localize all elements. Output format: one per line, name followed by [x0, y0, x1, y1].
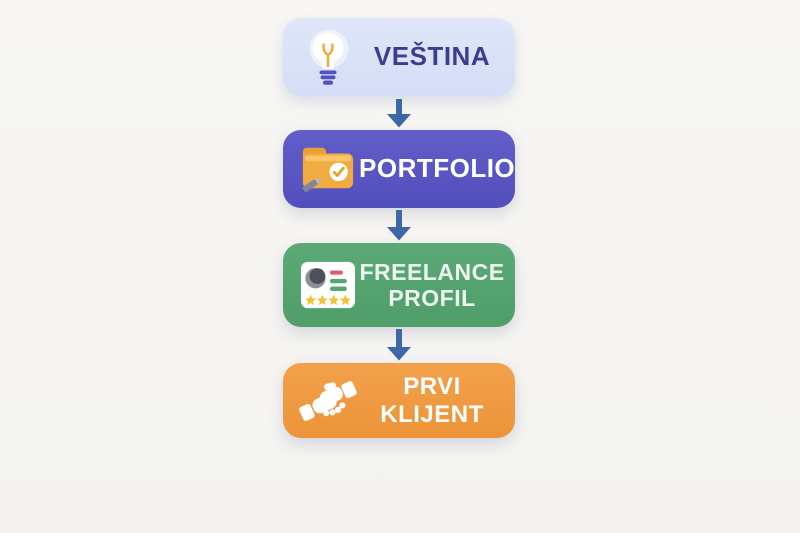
- lightbulb-icon: [297, 26, 359, 88]
- step-label-vestina: VEŠTINA: [373, 41, 491, 72]
- down-arrow-icon: [386, 329, 412, 361]
- down-arrow-icon: [386, 99, 412, 128]
- folder-checkmark-icon: [297, 144, 359, 194]
- down-arrow-icon: [386, 210, 412, 241]
- step-label-prvi-klijent: PRVI KLIJENT: [380, 372, 484, 428]
- step-prvi-klijent: PRVI KLIJENT: [283, 363, 515, 438]
- step-portfolio: PORTFOLIO: [283, 130, 515, 208]
- step-label-freelance-profil: FREELANCE PROFIL: [359, 258, 505, 311]
- profile-card-icon: [297, 260, 359, 310]
- step-freelance-profil: FREELANCE PROFIL: [283, 243, 515, 327]
- step-vestina: VEŠTINA: [283, 18, 515, 96]
- handshake-icon: [297, 375, 359, 427]
- step-label-portfolio: PORTFOLIO: [359, 153, 516, 184]
